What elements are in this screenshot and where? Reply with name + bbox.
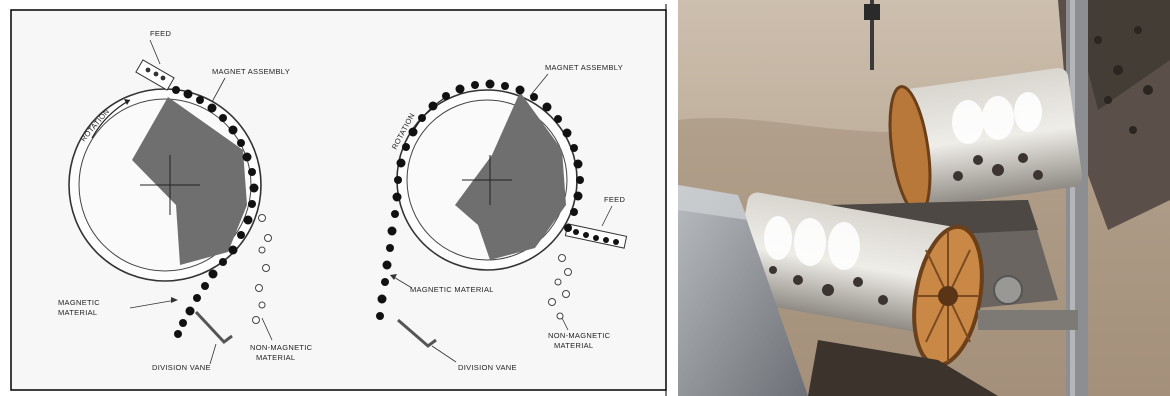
nonmagnetic-label-b-1: NON-MAGNETIC (548, 331, 611, 340)
nonmagnetic-label-a-2: MATERIAL (256, 353, 295, 362)
nonmagnetic-label-a-1: NON-MAGNETIC (250, 343, 313, 352)
motor (994, 276, 1022, 304)
nonmagnetic-label-b-2: MATERIAL (554, 341, 593, 350)
separator-diagram: FEED MAGNET ASSEMBLY ROTATION MAGNETIC M… (0, 0, 678, 396)
support-post (1066, 0, 1088, 396)
feed-label-a: FEED (150, 29, 171, 38)
magnetic-material-label-a-2: MATERIAL (58, 308, 97, 317)
separator-photo (678, 0, 1170, 396)
magnetic-material-label-a-1: MAGNETIC (58, 298, 100, 307)
division-vane-label-b: DIVISION VANE (458, 363, 517, 372)
magnet-assembly-label-b: MAGNET ASSEMBLY (545, 63, 623, 72)
magnetic-material-label-b: MAGNETIC MATERIAL (410, 285, 494, 294)
division-vane-label-a: DIVISION VANE (152, 363, 211, 372)
photo-illustration (678, 0, 1170, 396)
feed-label-b: FEED (604, 195, 625, 204)
magnet-assembly-label-a: MAGNET ASSEMBLY (212, 67, 290, 76)
